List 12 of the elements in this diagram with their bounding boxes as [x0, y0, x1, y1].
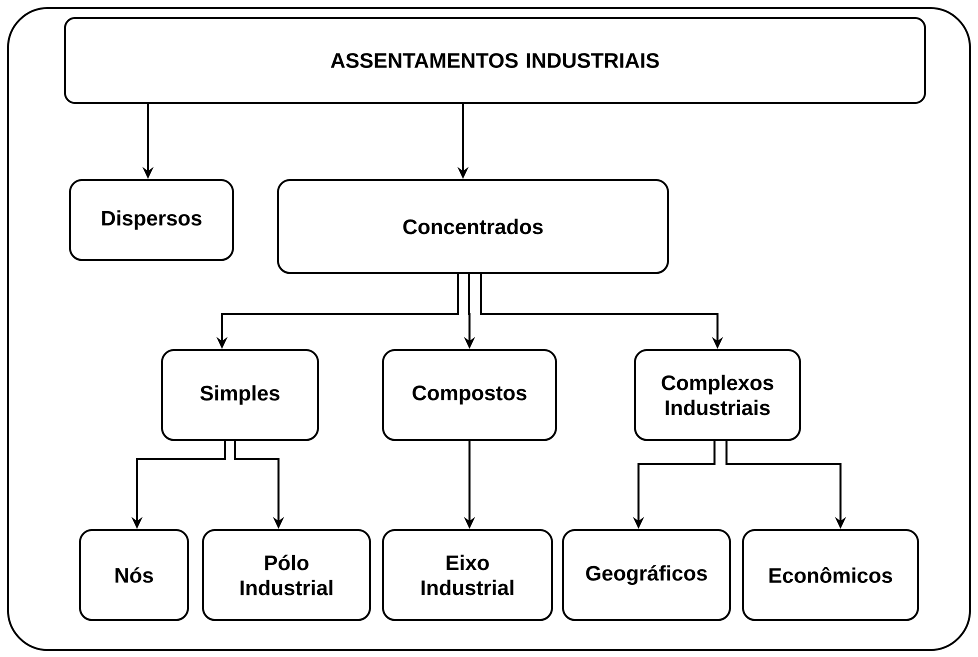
category-box: Econômicos: [742, 529, 919, 621]
category-box: Concentrados: [277, 179, 669, 274]
title-box: ASSENTAMENTOS INDUSTRIAIS: [64, 17, 926, 104]
frame-box: [7, 7, 971, 651]
category-box: Compostos: [382, 349, 557, 441]
category-box: Geográficos: [562, 529, 731, 621]
category-box: Simples: [161, 349, 319, 441]
category-box: Eixo Industrial: [382, 529, 553, 621]
category-box: Pólo Industrial: [202, 529, 371, 621]
category-box: Complexos Industriais: [634, 349, 801, 441]
category-box: Dispersos: [69, 179, 234, 261]
category-box: Nós: [79, 529, 189, 621]
